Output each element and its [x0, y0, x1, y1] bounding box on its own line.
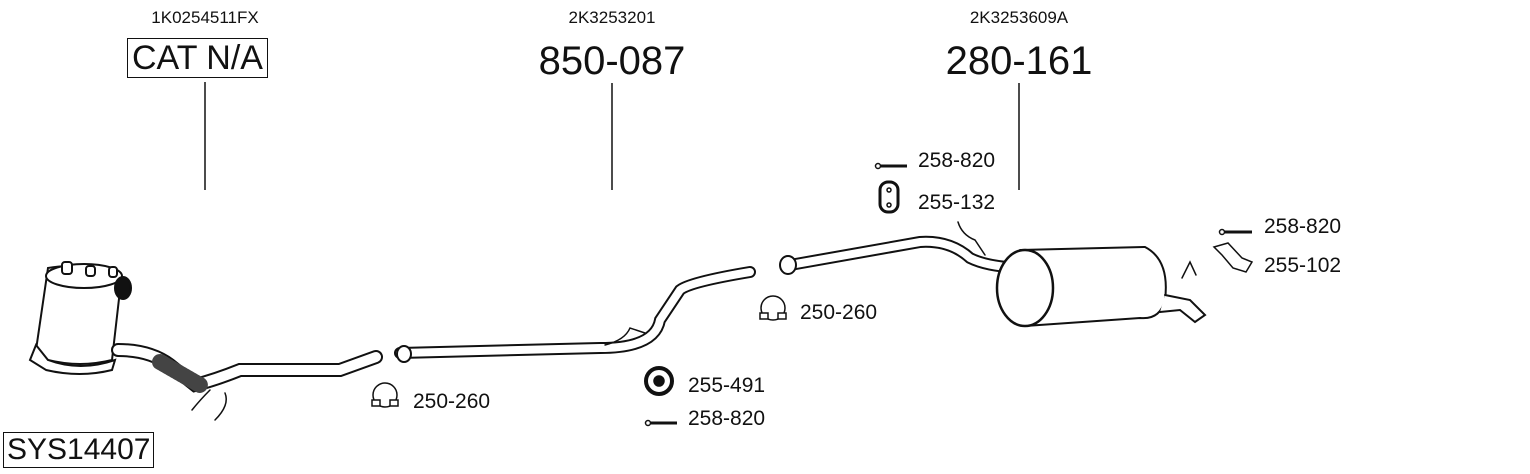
- oem-number: 2K3253609A: [969, 8, 1069, 27]
- accessory-label[interactable]: 258-820: [1264, 215, 1342, 238]
- accessory-label[interactable]: 255-102: [1264, 254, 1342, 277]
- system-id: SYS14407: [3, 432, 155, 468]
- rear-muffler: [779, 221, 1207, 328]
- part-number[interactable]: 850-087: [538, 39, 686, 83]
- clamp-icon: [759, 295, 787, 321]
- middle-pipe: [394, 266, 756, 363]
- oem-number: 2K3253201: [568, 8, 656, 27]
- bracket-icon: [1212, 242, 1254, 273]
- clamp-icon: [371, 382, 399, 408]
- accessory-label[interactable]: 255-132: [918, 191, 996, 214]
- catalyst-dpf: [28, 261, 132, 375]
- part-number-box[interactable]: CAT N/A: [127, 38, 268, 78]
- accessory-label[interactable]: 258-820: [688, 407, 766, 430]
- rubber-ring-icon: [644, 366, 674, 396]
- bolt-icon: [874, 162, 907, 170]
- accessory-label[interactable]: 258-820: [918, 149, 996, 172]
- accessory-label[interactable]: 250-260: [800, 301, 878, 324]
- front-pipe: [111, 343, 383, 421]
- rubber-hanger-icon: [878, 180, 900, 214]
- oem-number: 1K0254511FX: [151, 8, 259, 27]
- part-number[interactable]: 280-161: [945, 39, 1093, 83]
- bolt-icon: [644, 419, 677, 427]
- accessory-label[interactable]: 255-491: [688, 374, 766, 397]
- accessory-label[interactable]: 250-260: [413, 390, 491, 413]
- bolt-icon: [1218, 228, 1252, 236]
